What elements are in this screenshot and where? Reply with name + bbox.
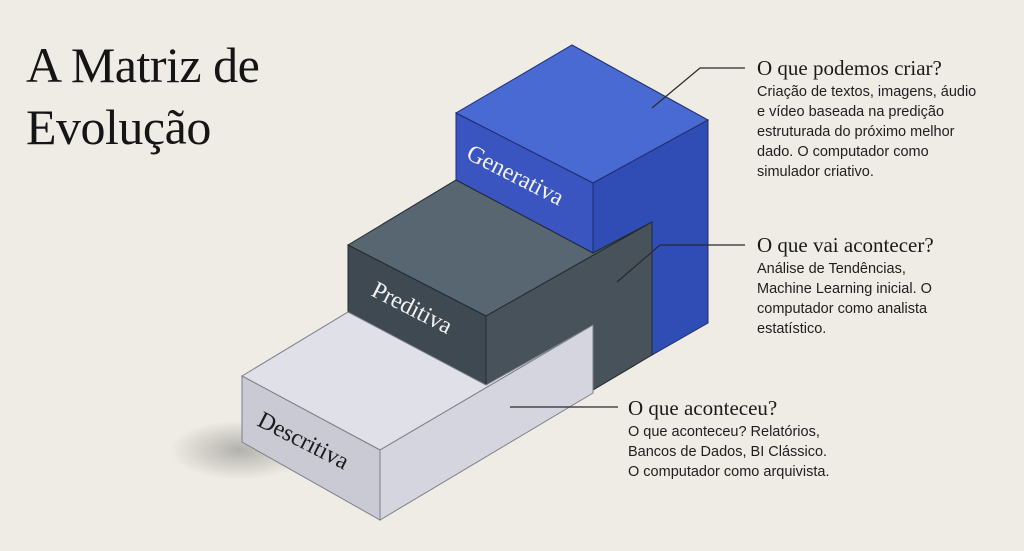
- body-line: O que aconteceu? Relatórios,: [628, 424, 820, 440]
- body-line: computador como analista: [757, 301, 928, 317]
- info-heading-preditiva: O que vai acontecer?: [757, 233, 934, 257]
- body-line: e vídeo baseada na predição: [757, 104, 945, 120]
- block-descritiva: Descritiva: [240, 311, 594, 521]
- body-line: estruturada do próximo melhor: [757, 124, 955, 140]
- info-body-preditiva: Análise de Tendências, Machine Learning …: [757, 259, 934, 339]
- info-body-descritiva: O que aconteceu? Relatórios, Bancos de D…: [628, 422, 829, 482]
- leader-line-preditiva: [616, 244, 745, 283]
- body-line: Bancos de Dados, BI Clássico.: [628, 444, 828, 460]
- body-line: Machine Learning inicial. O: [757, 281, 932, 297]
- info-descritiva: O que aconteceu? O que aconteceu? Relató…: [628, 396, 829, 482]
- title-line-1: A Matriz de: [26, 37, 260, 93]
- leader-line-generativa: [651, 67, 745, 109]
- info-preditiva: O que vai acontecer? Análise de Tendênci…: [757, 233, 934, 339]
- block-face-side: [379, 324, 594, 521]
- body-line: estatístico.: [757, 321, 827, 337]
- body-line: simulador criativo.: [757, 164, 874, 180]
- title-line-2: Evolução: [26, 99, 211, 155]
- info-heading-generativa: O que podemos criar?: [757, 56, 942, 80]
- block-generativa: Generativa: [454, 44, 710, 356]
- info-generativa: O que podemos criar? Criação de textos, …: [757, 56, 976, 182]
- page-title: A Matriz de Evolução: [26, 34, 260, 158]
- info-heading-descritiva: O que aconteceu?: [628, 396, 778, 420]
- body-line: Criação de textos, imagens, áudio: [757, 84, 977, 100]
- info-body-generativa: Criação de textos, imagens, áudio e víde…: [757, 82, 976, 182]
- body-line: O computador como arquivista.: [628, 464, 830, 480]
- body-line: dado. O computador como: [757, 144, 929, 160]
- body-line: Análise de Tendências,: [757, 261, 906, 277]
